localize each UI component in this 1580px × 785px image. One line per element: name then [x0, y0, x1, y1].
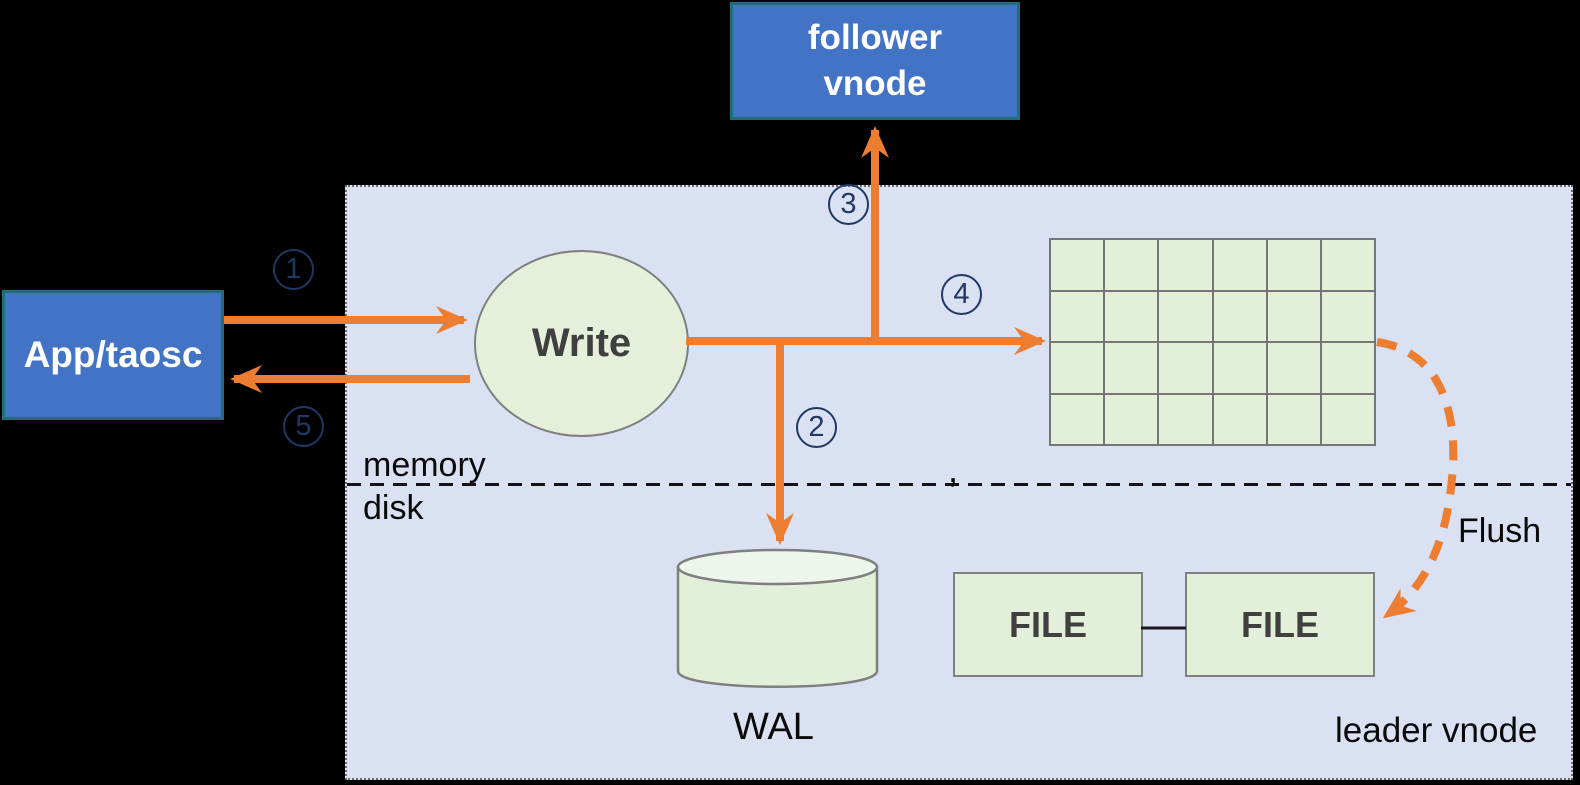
- follower-vnode-label-line1: follower: [807, 17, 943, 57]
- memtable-cell: [1051, 240, 1104, 290]
- memtable-cell: [1213, 240, 1266, 290]
- memtable-cell: [1159, 343, 1212, 393]
- memory-zone-label: memory: [363, 446, 486, 484]
- memtable-cell: [1321, 291, 1374, 341]
- flush-label: Flush: [1458, 512, 1542, 550]
- follower-vnode-node: follower vnode: [730, 2, 1020, 120]
- step-badge-4: 4: [941, 274, 982, 315]
- file-1-label: FILE: [1009, 603, 1087, 645]
- memtable-cell: [1105, 291, 1158, 341]
- memtable-cell: [1159, 240, 1212, 290]
- memtable-cell: [1267, 394, 1320, 444]
- memtable-cell: [1105, 394, 1158, 444]
- memtable-cell: [1321, 343, 1374, 393]
- step-badge-1: 1: [273, 249, 314, 290]
- memtable-cell: [1321, 394, 1374, 444]
- step-badge-5: 5: [283, 406, 324, 447]
- stray-mark: ,: [948, 449, 959, 490]
- memtable-grid: [1049, 238, 1376, 446]
- memtable-cell: [1051, 291, 1104, 341]
- file-node-2: FILE: [1185, 572, 1375, 677]
- memtable-cell: [1267, 291, 1320, 341]
- memtable-cell: [1051, 394, 1104, 444]
- memtable-cell: [1213, 291, 1266, 341]
- step-badge-3: 3: [828, 184, 869, 225]
- memtable-cell: [1213, 394, 1266, 444]
- memtable-cell: [1051, 343, 1104, 393]
- memtable-cell: [1105, 343, 1158, 393]
- memtable-cell: [1159, 394, 1212, 444]
- write-process-node: Write: [474, 250, 689, 437]
- leader-vnode-label: leader vnode: [1335, 711, 1538, 750]
- file-node-1: FILE: [953, 572, 1143, 677]
- memtable-cell: [1105, 240, 1158, 290]
- app-taosc-label: App/taosc: [23, 334, 203, 375]
- wal-label: WAL: [733, 706, 814, 748]
- app-taosc-node: App/taosc: [2, 290, 224, 420]
- follower-vnode-label-line2: vnode: [823, 64, 927, 103]
- memtable-cell: [1159, 291, 1212, 341]
- file-2-label: FILE: [1241, 603, 1319, 645]
- disk-zone-label: disk: [363, 489, 424, 527]
- memtable-cell: [1267, 343, 1320, 393]
- write-label: Write: [531, 321, 632, 365]
- step-badge-2: 2: [796, 407, 837, 448]
- memtable-cell: [1213, 343, 1266, 393]
- memtable-cell: [1321, 240, 1374, 290]
- memory-disk-divider: [347, 483, 1571, 486]
- memtable-cell: [1267, 240, 1320, 290]
